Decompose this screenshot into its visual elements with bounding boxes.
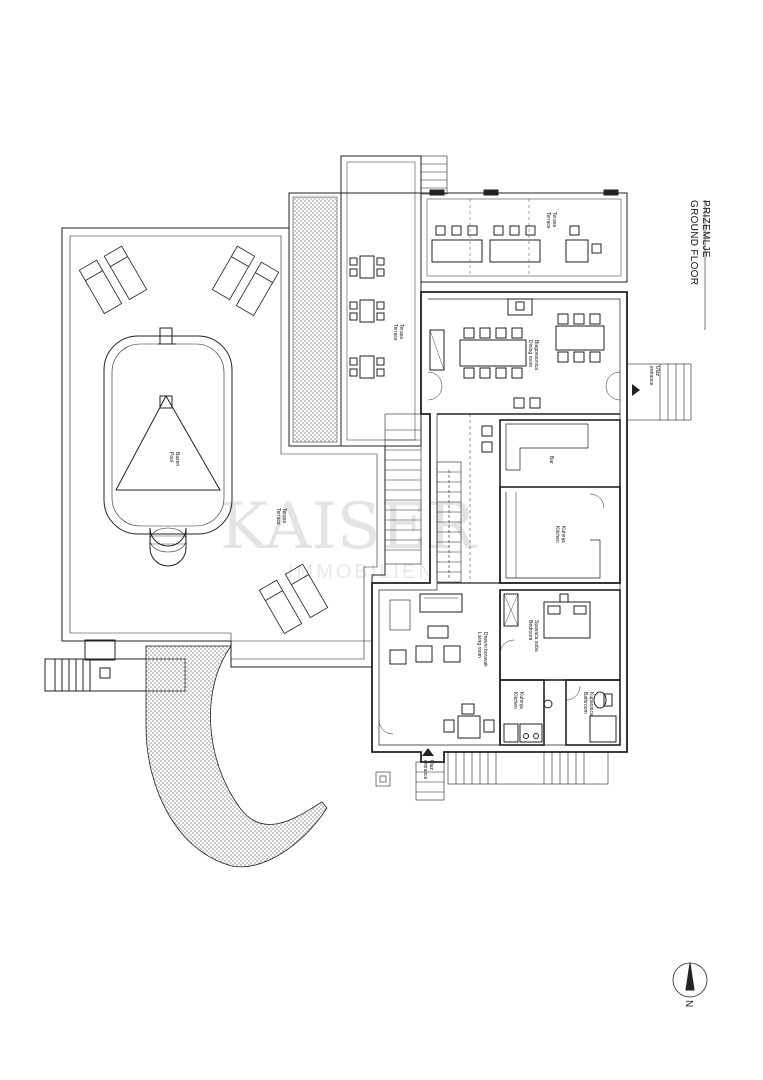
label-entrance-side-2: entrance (422, 760, 428, 780)
north-arrow (672, 962, 708, 998)
label-bathroom-1: Kupaonica (588, 692, 594, 716)
labels: PRIZEMLJE GROUND FLOOR Terasa Terrace Te… (168, 200, 711, 1008)
label-dining-2: Dining room (527, 340, 533, 367)
label-terrace-pool-1: Terasa (281, 508, 287, 523)
label-terrace-pool-2: Terrace (275, 508, 281, 525)
label-terrace-mid-2: Terrace (392, 324, 398, 341)
label-entrance-main-1: Ulaz (654, 366, 660, 377)
label-bathroom-2: Bathroom (582, 692, 588, 714)
label-bedroom-2: Bedroom (527, 620, 533, 640)
label-kitchen-main-2: Kitchen (554, 526, 560, 543)
dining-furniture (427, 298, 621, 453)
living-furniture (378, 593, 495, 739)
terrace-top-right (420, 189, 628, 283)
interior-stair (436, 461, 462, 583)
pool (103, 327, 233, 567)
watermark-sub: IMMOBILIEN (288, 561, 436, 583)
label-bedroom-1: Spavaća soba (533, 620, 539, 652)
label-kitchen-main-1: Kuhinja (560, 526, 566, 543)
exterior-stair-bottom (447, 751, 609, 785)
label-pool-1: Bazen (174, 452, 180, 466)
label-living-2: Living room (476, 632, 482, 658)
top-stair (420, 155, 448, 195)
entrance-steps-bottom (375, 748, 445, 801)
compass-letter: N (683, 1000, 694, 1008)
sun-loungers (78, 245, 329, 635)
label-dining-1: Blagovaonica (533, 340, 539, 370)
label-living-1: Dnevni boravak (482, 632, 488, 667)
label-terrace-mid-1: Terasa (398, 324, 404, 339)
label-pool-2: Pool (168, 452, 174, 462)
label-terrace-top-1: Terasa (551, 212, 557, 227)
title-line2: GROUND FLOOR (688, 200, 699, 285)
label-kitchen-small-1: Kuhinja (518, 692, 524, 709)
label-terrace-top-2: Terrace (545, 212, 551, 229)
entrance-steps-right (626, 363, 692, 421)
label-bar: Bar (548, 456, 554, 464)
watermark-brand: KAISER (220, 490, 477, 564)
label-entrance-main-2: entrance (648, 366, 654, 386)
title-line1: PRIZEMLJE (700, 200, 711, 258)
exterior-stair-left (384, 413, 422, 565)
watermark: KAISER IMMOBILIEN (220, 490, 477, 583)
house-outer-wall (371, 291, 628, 763)
label-kitchen-small-2: Kitchen (512, 692, 518, 709)
terrace-strip (340, 155, 422, 447)
curved-walkway (145, 640, 372, 868)
label-entrance-side-1: Ulaz (428, 760, 434, 771)
interior-walls (437, 413, 621, 746)
